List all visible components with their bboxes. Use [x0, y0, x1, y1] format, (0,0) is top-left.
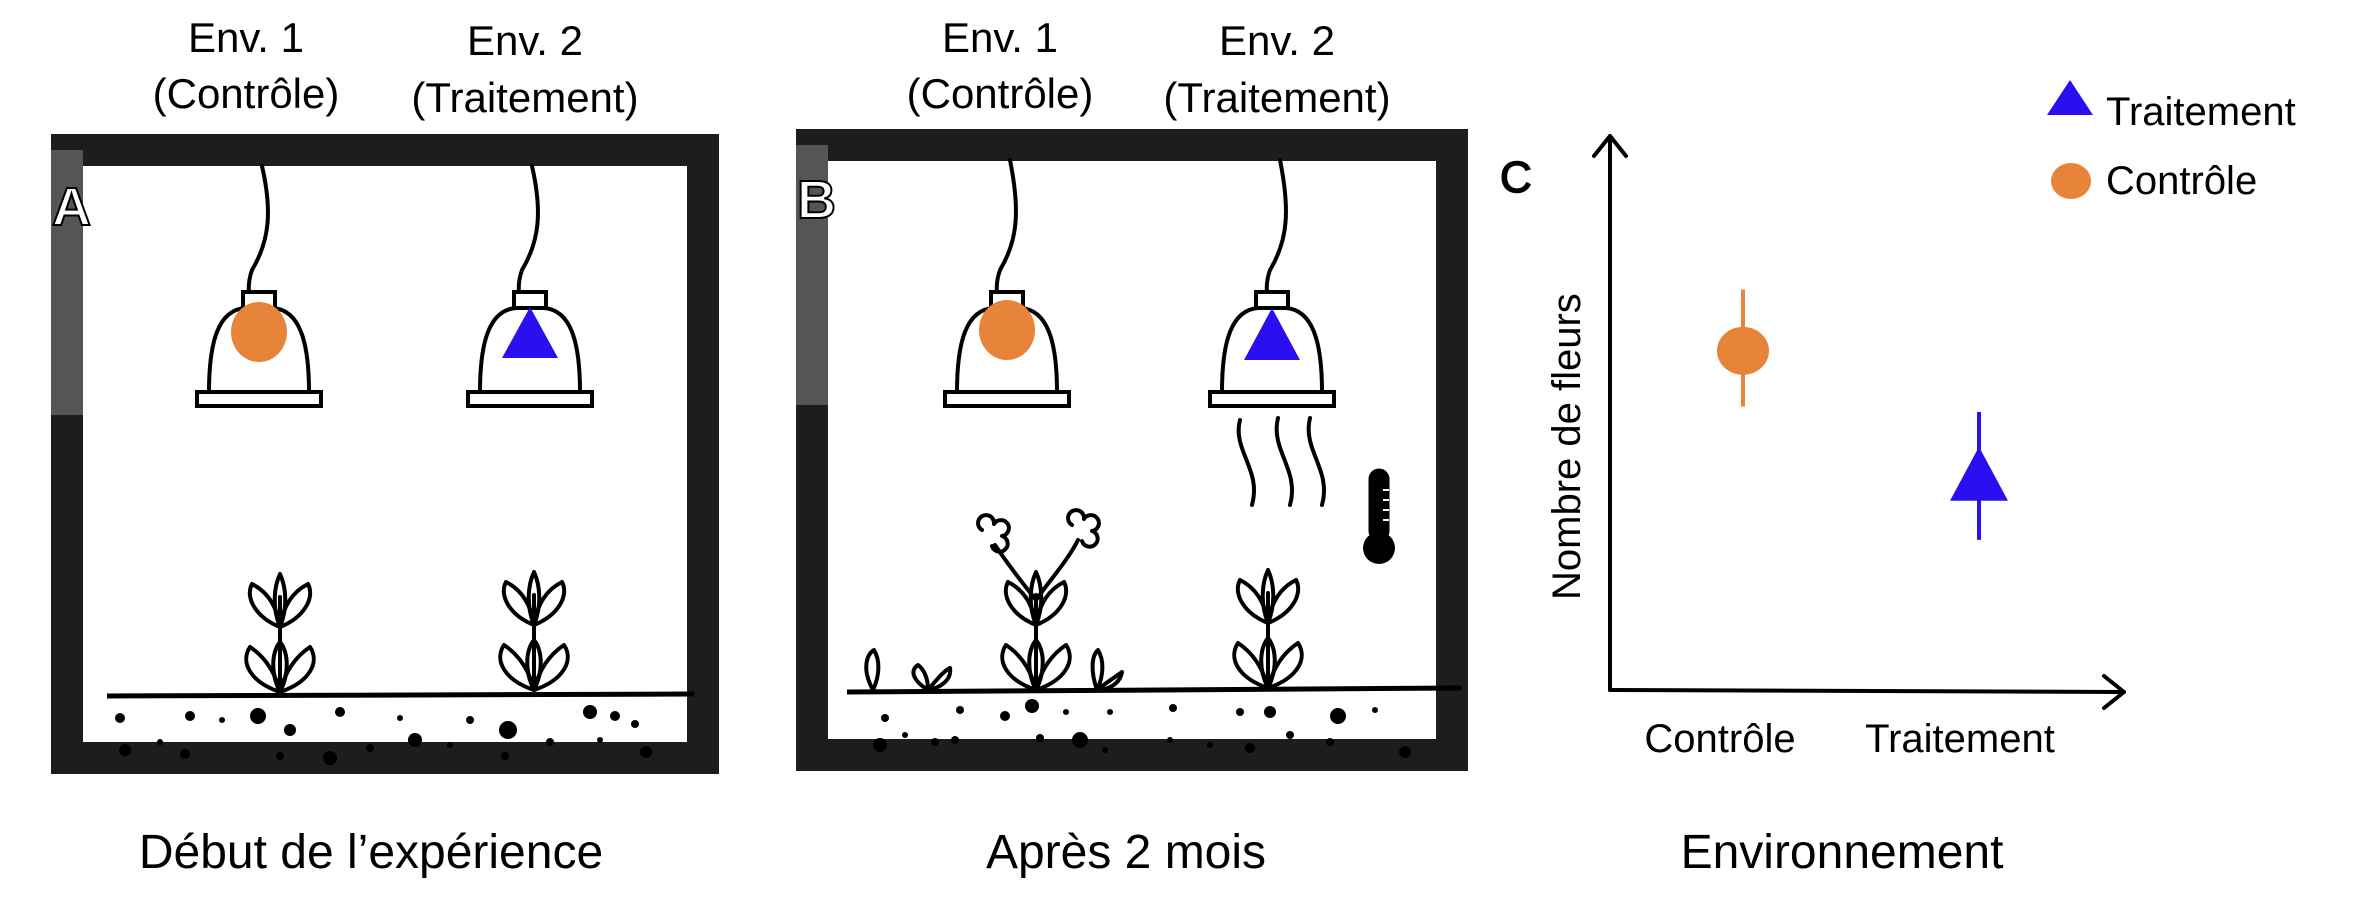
panel-a-chamber: A	[51, 134, 719, 774]
panel-a-letter: A	[52, 177, 91, 237]
panel-c-letter: C	[1500, 153, 1532, 202]
ground-line	[846, 685, 1463, 695]
x-axis	[1608, 674, 2126, 710]
legend-circle-icon	[2051, 163, 2091, 199]
panel-a-caption: Début de l’expérience	[139, 826, 603, 879]
panel-a-env1-subtitle: (Contrôle)	[153, 70, 340, 117]
control-marker-circle	[979, 300, 1035, 360]
x-tick-label-traitement: Traitement	[1865, 717, 2055, 761]
panel-b-env1-title: Env. 1	[942, 14, 1058, 61]
plant-control-flowering	[976, 508, 1101, 692]
panel-b-env1-subtitle: (Contrôle)	[907, 70, 1094, 117]
treatment-marker-triangle	[502, 307, 558, 358]
treatment-marker-triangle	[1244, 308, 1300, 360]
legend-label-traitement: Traitement	[2106, 90, 2296, 134]
legend: Traitement Contrôle	[2047, 80, 2296, 203]
panel-c-chart: C Nombre de fleurs Contrôle Traitement E…	[1499, 80, 2296, 879]
x-tick-label-controle: Contrôle	[1644, 717, 1795, 761]
control-marker-circle	[231, 302, 287, 362]
heat-waves-icon	[1236, 416, 1326, 507]
panel-b-letter: B	[797, 170, 836, 230]
flower-icon	[976, 508, 1101, 554]
legend-label-controle: Contrôle	[2106, 159, 2257, 203]
panel-b-env2-subtitle: (Traitement)	[1163, 74, 1390, 121]
data-point-triangle	[1950, 446, 2008, 501]
data-point-circle	[1717, 326, 1769, 375]
legend-triangle-icon	[2047, 80, 2093, 115]
ground-line	[106, 691, 695, 699]
panel-b-chamber: B	[796, 129, 1468, 771]
thermometer-icon	[1363, 468, 1395, 564]
panel-b-caption: Après 2 mois	[986, 826, 1266, 879]
panel-a-env2-title: Env. 2	[467, 17, 583, 64]
y-axis-label: Nombre de fleurs	[1545, 293, 1589, 600]
panel-a-env2-subtitle: (Traitement)	[411, 74, 638, 121]
y-axis	[1592, 134, 1628, 692]
soil-dots	[115, 705, 652, 765]
seedlings	[864, 648, 1124, 692]
x-axis-label: Environnement	[1681, 826, 2004, 879]
panel-a-env1-title: Env. 1	[188, 14, 304, 61]
soil-dots	[873, 699, 1411, 758]
panel-b-env2-title: Env. 2	[1219, 17, 1335, 64]
